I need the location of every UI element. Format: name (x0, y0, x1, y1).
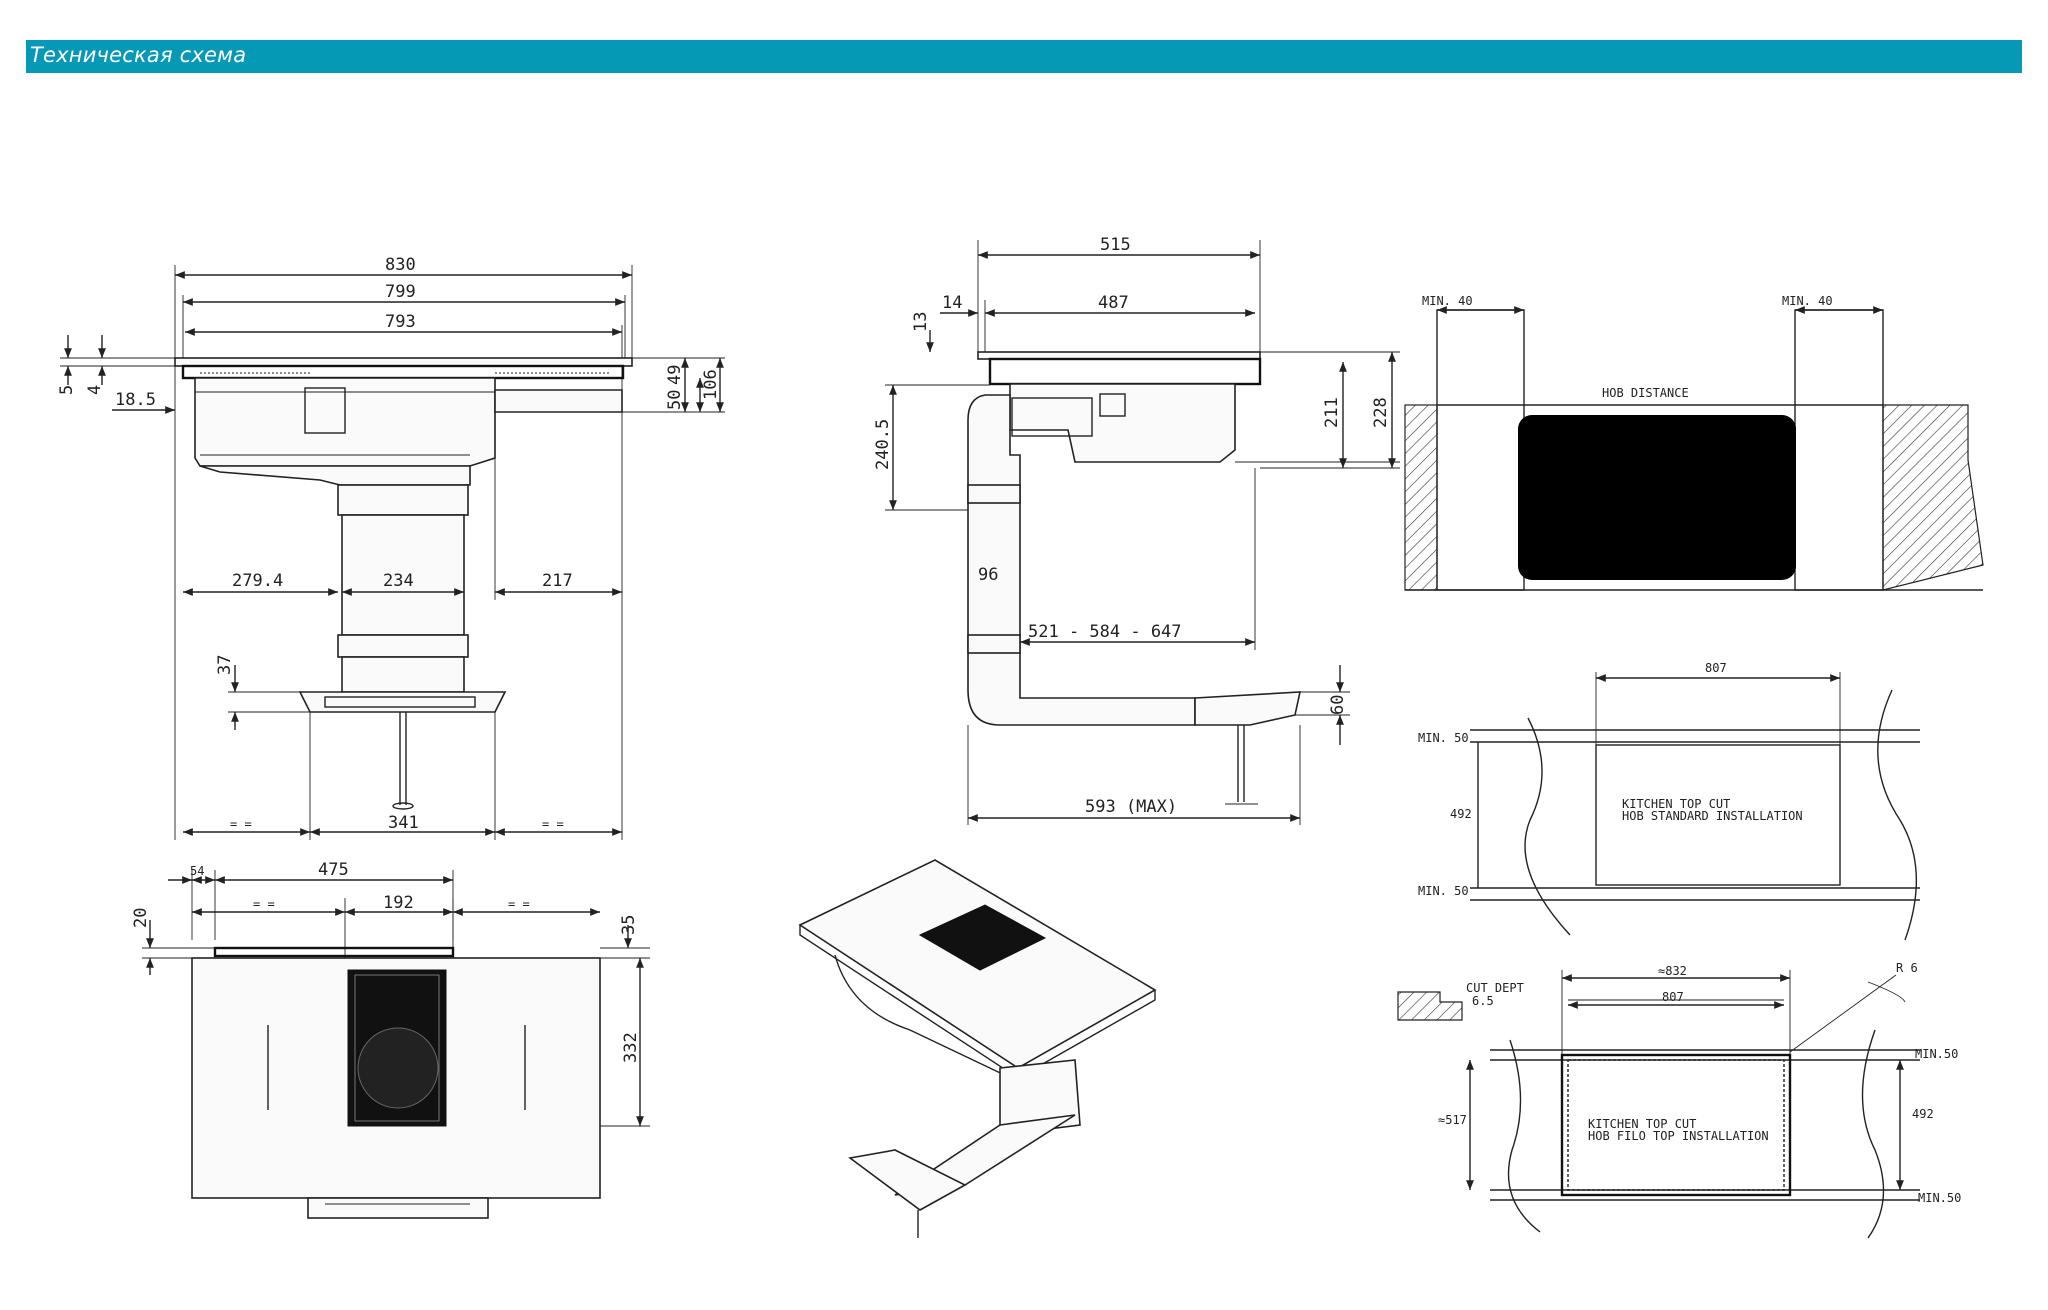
dim-217: 217 (542, 571, 573, 591)
dim-192: 192 (383, 893, 414, 913)
min-40-left: MIN. 40 (1422, 294, 1473, 308)
top-equal-right: = = (508, 897, 530, 911)
duct-lower (341, 656, 465, 693)
flush-outer-cut (1560, 1053, 1792, 1197)
duct-head (337, 484, 469, 516)
dim-593-max: 593 (MAX) (1085, 797, 1177, 817)
dim-515: 515 (1100, 235, 1131, 255)
dim-49: 49 (665, 365, 685, 385)
dim-54: 54 (190, 864, 204, 878)
flush-min-top: MIN.50 (1915, 1047, 1958, 1061)
dim-35: 35 (619, 915, 639, 935)
dim-279-4: 279.4 (232, 571, 283, 591)
wall-unit-right (1794, 309, 1884, 591)
frame-rail (181, 364, 625, 380)
side-plinth (1194, 691, 1302, 726)
dim-341: 341 (388, 813, 419, 833)
dim-793: 793 (385, 312, 416, 332)
hob-distance-label: HOB DISTANCE (1602, 386, 1689, 400)
standard-label-2: HOB STANDARD INSTALLATION (1622, 809, 1803, 823)
side-view: 515 487 14 13 240.5 211 228 (873, 235, 1400, 825)
flush-depth-492: 492 (1912, 1107, 1934, 1121)
dim-106: 106 (701, 369, 721, 400)
min-40-right: MIN. 40 (1782, 294, 1833, 308)
dim-475: 475 (318, 860, 349, 880)
standard-cutout (1595, 744, 1841, 886)
flush-label-2: HOB FILO TOP INSTALLATION (1588, 1129, 1769, 1143)
side-duct (967, 394, 1196, 726)
dim-96: 96 (978, 565, 998, 585)
iso-plinth (848, 1149, 967, 1211)
dim-211: 211 (1322, 397, 1342, 428)
front-view: 830 799 793 5 4 1 (57, 255, 725, 840)
wall-unit-left (1436, 309, 1525, 591)
duct-collar (337, 634, 469, 658)
dim-37: 37 (215, 655, 235, 675)
flush-inner-cut (1567, 1059, 1785, 1191)
dim-20: 20 (131, 908, 151, 928)
dim-60: 60 (1328, 695, 1348, 715)
standard-width-807: 807 (1705, 661, 1727, 675)
flush-outer-depth: ≈517 (1438, 1113, 1467, 1127)
dim-50: 50 (665, 390, 685, 410)
dim-13: 13 (911, 312, 931, 332)
hob-black-panel (1518, 415, 1796, 580)
page-title: Техническая схема (30, 43, 247, 67)
dim-14: 14 (942, 293, 962, 313)
dim-4: 4 (85, 385, 105, 395)
dim-240-5: 240.5 (873, 419, 893, 470)
dim-332: 332 (621, 1032, 641, 1063)
standard-depth-492: 492 (1450, 807, 1472, 821)
dim-830: 830 (385, 255, 416, 275)
flush-min-bottom: MIN.50 (1918, 1191, 1961, 1205)
dim-234: 234 (383, 571, 414, 591)
dim-228: 228 (1371, 397, 1391, 428)
cut-dept-label: CUT DEPT (1466, 981, 1524, 995)
cut-depth-value: 6.5 (1472, 994, 1494, 1008)
dim-18-5: 18.5 (115, 390, 156, 410)
header-bar: Техническая схема (26, 40, 2022, 73)
standard-min-bottom: MIN. 50 (1418, 884, 1469, 898)
top-view: 54 475 = = 192 = = 20 35 332 (131, 860, 650, 1219)
flush-width-807: 807 (1662, 990, 1684, 1004)
standard-install-diagram: 807 MIN. 50 492 MIN. 50 KITCHEN TOP CUT … (1418, 661, 1920, 941)
flush-outer-width: ≈832 (1658, 964, 1687, 978)
motor-housing (199, 465, 471, 486)
iso-vent (918, 904, 1047, 971)
side-hob-body (1009, 383, 1236, 463)
dim-799: 799 (385, 282, 416, 302)
standard-label-1: KITCHEN TOP CUT (1622, 797, 1730, 811)
plinth-head (298, 691, 507, 713)
hob-distance-diagram: MIN. 40 MIN. 40 HOB DISTANCE (1404, 294, 1984, 591)
dim-extension: 521 - 584 - 647 (1028, 622, 1182, 642)
top-equal-left: = = (253, 897, 275, 911)
glass-top (174, 357, 633, 367)
top-plinth (307, 1197, 489, 1219)
cut-depth-profile (1397, 991, 1463, 1021)
flush-label-1: KITCHEN TOP CUT (1588, 1117, 1696, 1131)
dim-487: 487 (1098, 293, 1129, 313)
flush-install-diagram: CUT DEPT 6.5 ≈832 807 R 6 ≈517 492 MIN.5… (1397, 961, 1961, 1239)
right-module (494, 389, 623, 413)
worktop-left-hatch (1404, 404, 1438, 591)
isometric-view (798, 859, 1157, 1238)
equal-right: = = (542, 817, 564, 831)
standard-min-top: MIN. 50 (1418, 731, 1469, 745)
equal-left: = = (230, 817, 252, 831)
worktop-right-hatch (1882, 404, 1984, 591)
flush-radius: R 6 (1896, 961, 1918, 975)
dim-5: 5 (57, 385, 77, 395)
